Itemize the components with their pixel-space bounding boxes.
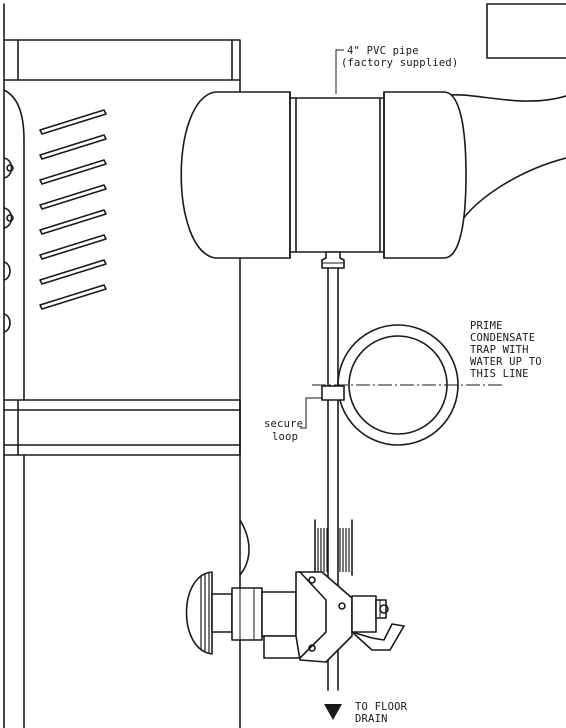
drain-label-line1: TO FLOOR xyxy=(355,701,408,713)
pvc-pipe xyxy=(180,91,467,259)
drain-label-line2: DRAIN xyxy=(355,713,388,725)
loop-label-leader xyxy=(300,397,322,429)
pipe-label-line1: 4" PVC pipe xyxy=(347,45,419,57)
trap-fitting xyxy=(185,519,405,663)
trap-label-line1: PRIME xyxy=(470,320,503,332)
drain-arrow xyxy=(324,704,342,720)
unit-cabinet xyxy=(3,3,241,728)
pipe-label-leader xyxy=(335,49,344,94)
loop-label-line1: secure xyxy=(264,418,303,430)
trap-label-line3: TRAP WITH xyxy=(470,344,529,356)
trap-label-line5: THIS LINE xyxy=(470,368,529,380)
thread-hatching xyxy=(317,528,350,572)
condensate-loop xyxy=(312,324,504,446)
trap-label-line4: WATER UP TO xyxy=(470,356,542,368)
cabinet-base-band xyxy=(3,399,241,456)
pipe-label-line2: (factory supplied) xyxy=(341,57,458,69)
trap-label-line2: CONDENSATE xyxy=(470,332,535,344)
cabinet-louvers xyxy=(39,109,107,310)
loop-label-line2: loop xyxy=(272,431,298,443)
